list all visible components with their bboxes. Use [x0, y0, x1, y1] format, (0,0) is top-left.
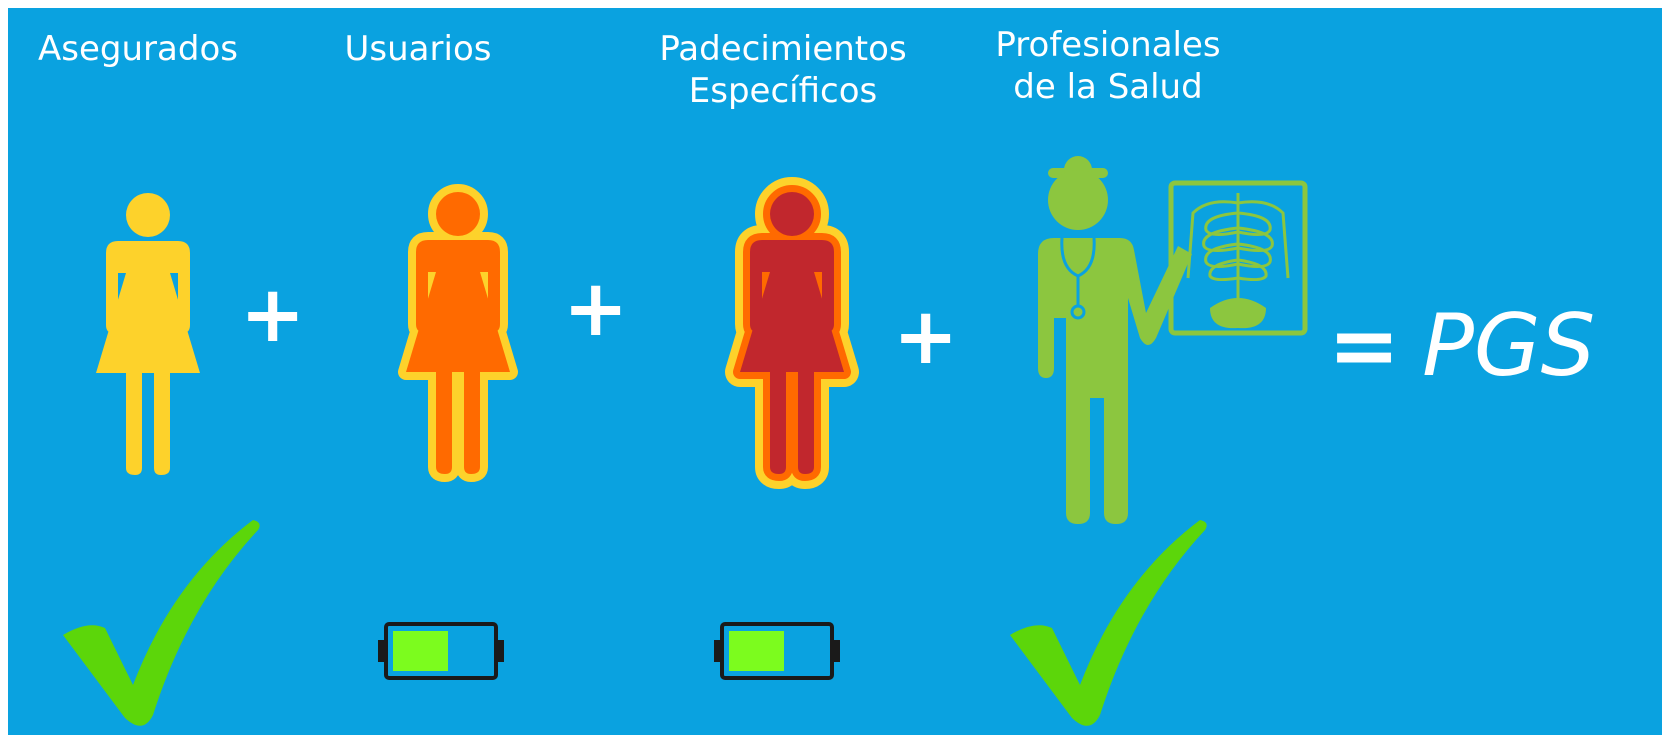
checkmark-icon: [63, 520, 260, 726]
label-asegurados: Asegurados: [38, 29, 238, 69]
result-pgs: PGS: [1422, 296, 1596, 396]
plus-operator-3: +: [893, 292, 959, 382]
infographic-panel: Asegurados Usuarios Padecimientos Especí…: [8, 8, 1662, 735]
woman-yellow-icon: [96, 193, 200, 475]
woman-crimson-icon: [712, 168, 872, 498]
plus-operator-2: +: [563, 264, 629, 354]
label-usuarios: Usuarios: [344, 29, 492, 69]
label-profesionales: Profesionales de la Salud: [995, 25, 1221, 107]
result-formula: =PGS: [1328, 298, 1595, 394]
plus-operator-1: +: [240, 270, 306, 360]
label-padecimientos: Padecimientos Específicos: [659, 29, 907, 111]
battery-half-icon: [714, 622, 840, 680]
woman-orange-icon: [388, 174, 528, 494]
doctor-xray-icon: [1038, 156, 1308, 524]
equals-operator: =: [1328, 296, 1401, 396]
checkmark-icon: [1010, 520, 1207, 726]
battery-half-icon: [378, 622, 504, 680]
